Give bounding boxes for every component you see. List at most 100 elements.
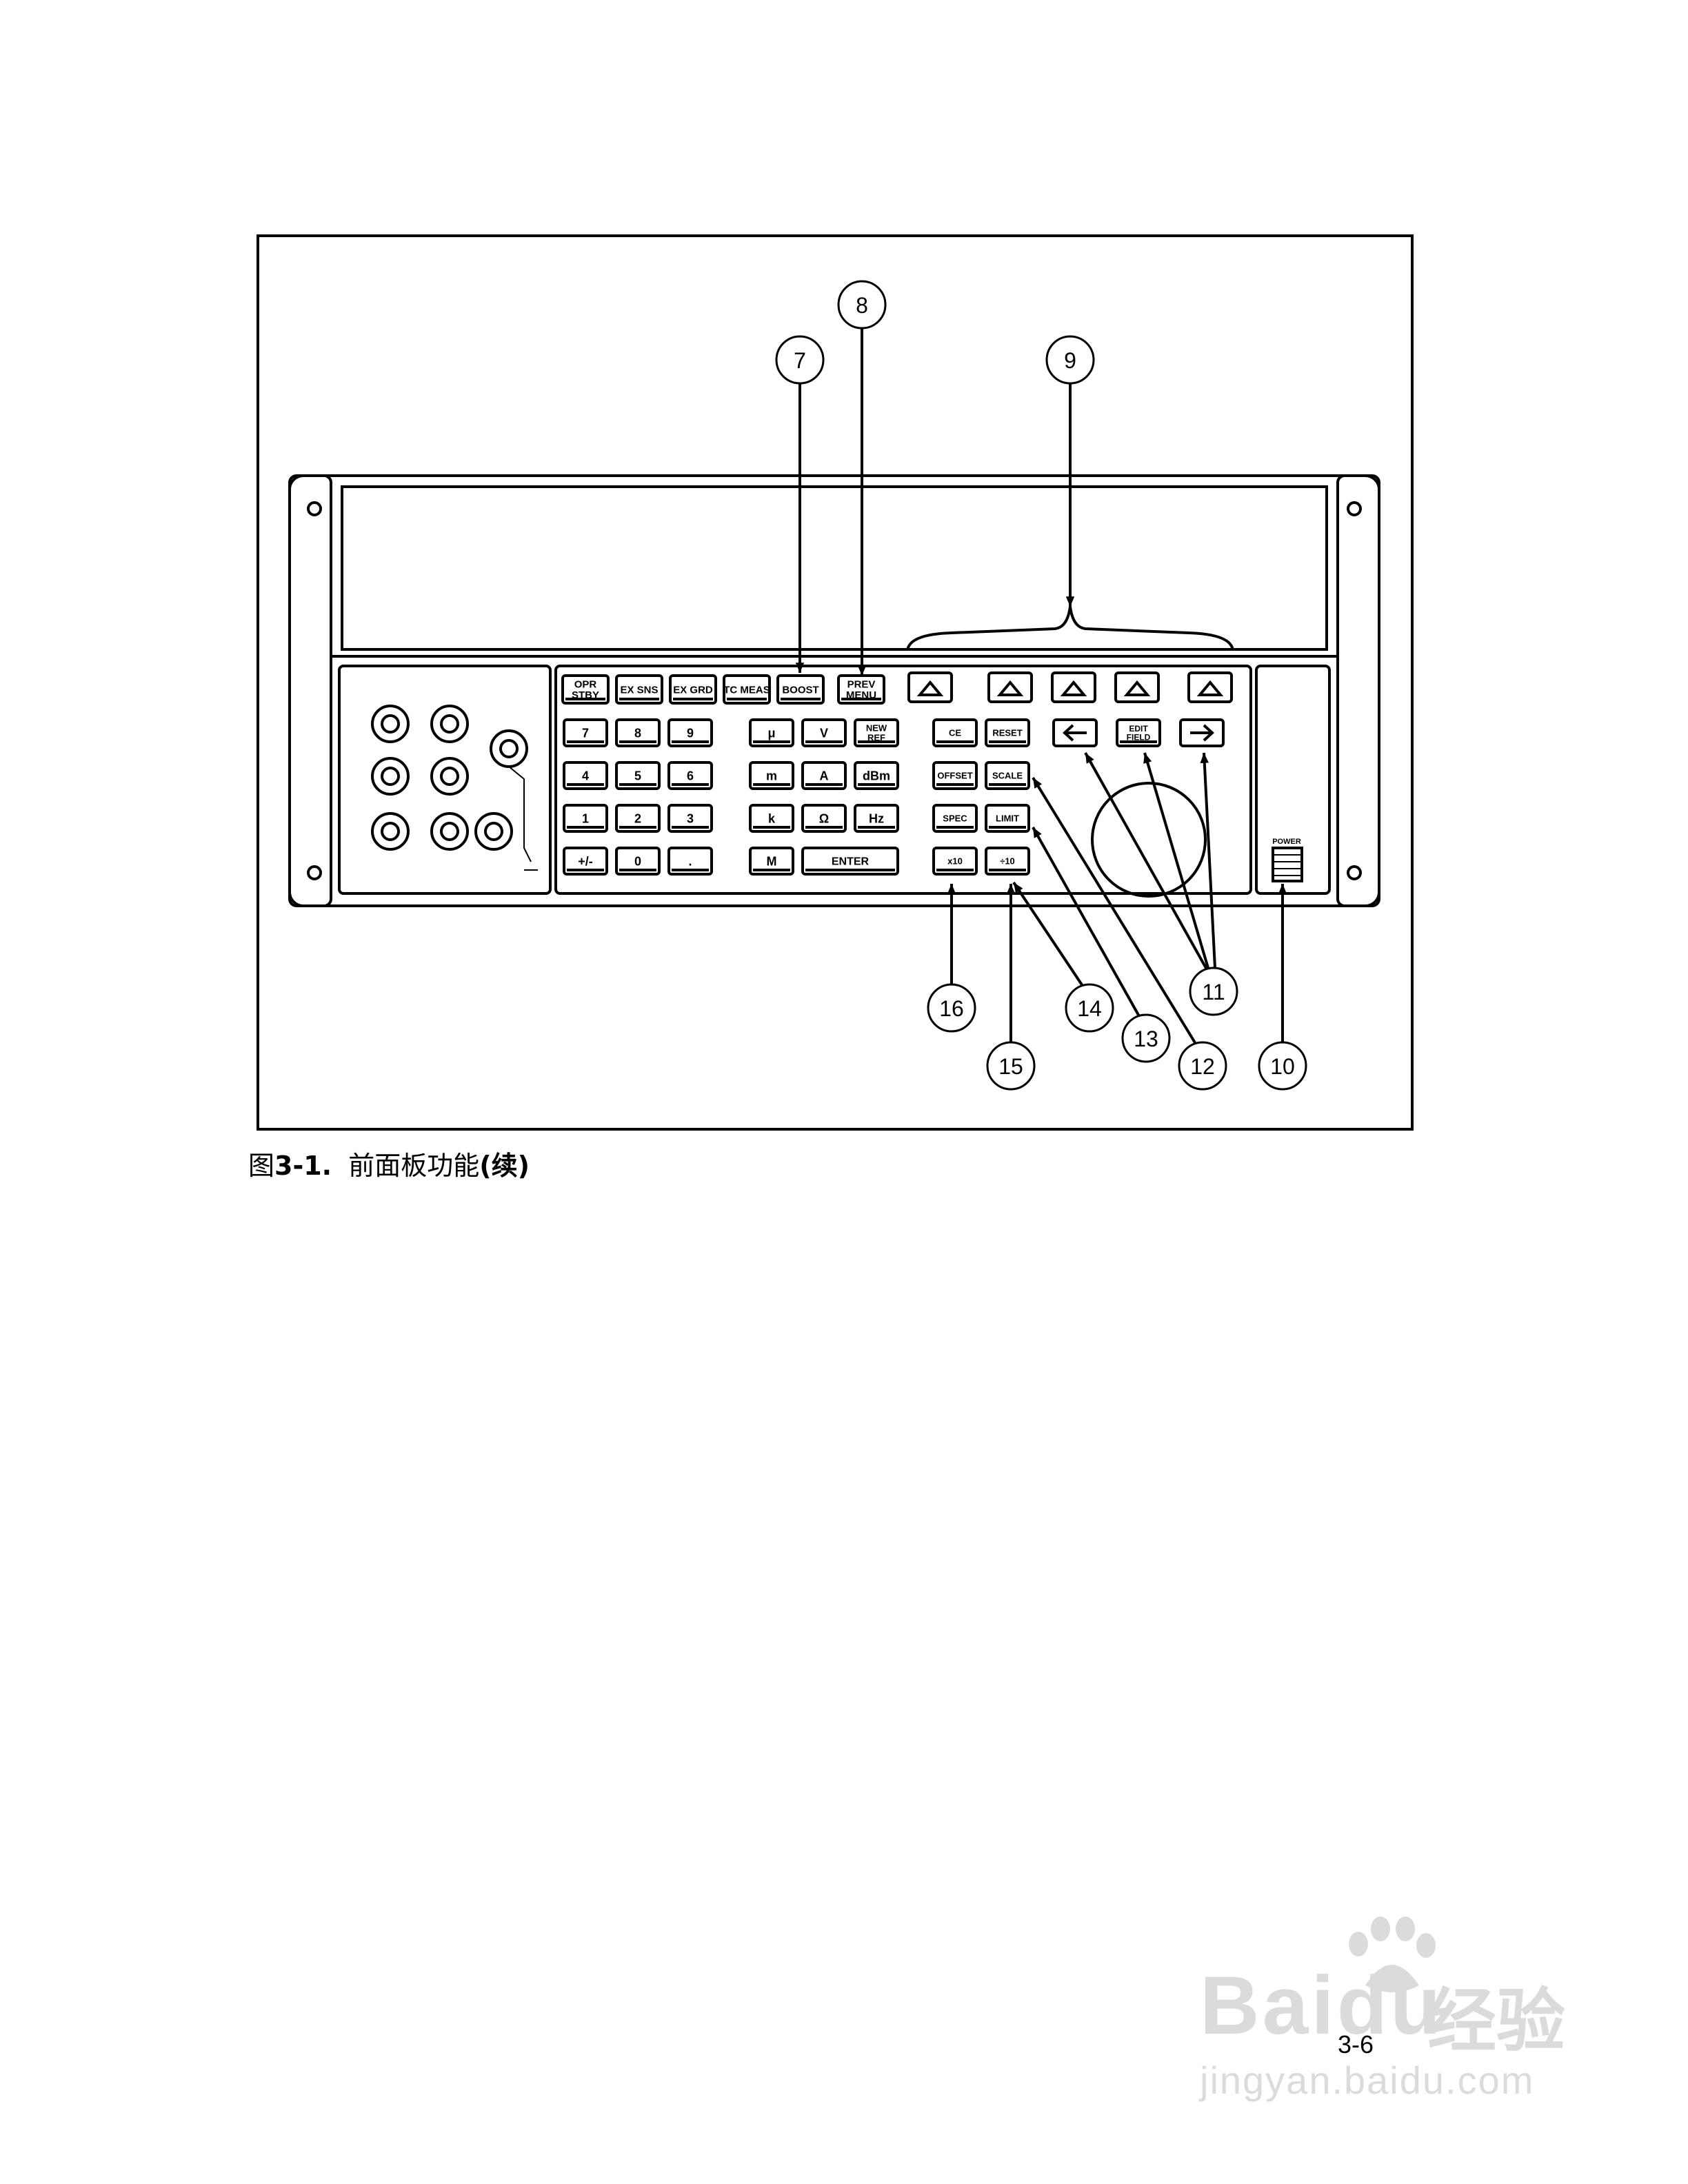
terminal-sense-lo [430,757,469,796]
key-unit-4[interactable]: A [801,761,847,790]
key-unit-m-mega-label: M [767,854,777,868]
key-num-0[interactable]: 7 [563,718,608,747]
key-unit-7[interactable]: Ω [801,804,847,833]
left-arrow-key[interactable] [1052,718,1098,747]
display-window [341,485,1328,651]
key-num-11[interactable]: . [667,847,713,876]
key-fn-scale[interactable]: SCALE [985,761,1030,790]
key-num-4-label: 5 [634,769,641,782]
key-num-5[interactable]: 6 [667,761,713,790]
watermark-brand-cn: 经验 [1427,1981,1565,2061]
key-unit-5-label: dBm [863,769,890,782]
terminal-aux-lo [430,812,469,851]
key-unit-3-label: m [766,769,777,782]
key-fn-x10[interactable]: x10 [932,847,978,876]
key-unit-0[interactable]: μ [749,718,794,747]
callout-label: 15 [998,1054,1023,1079]
caption-number: 3-1. [274,1151,332,1181]
key-ex-sns-label: EX SNS [620,684,658,696]
key-fn-spec-label: SPEC [943,813,967,824]
key-fn-ce[interactable]: CE [932,718,978,747]
terminal-output-lo [371,757,410,796]
callout-13: 13 [1121,1013,1171,1063]
terminal-section [338,665,552,895]
key-num-10-label: 0 [634,854,641,868]
key-num-5-label: 6 [687,769,694,782]
key-fn-x10-label: x10 [947,856,963,867]
key-num-1[interactable]: 8 [615,718,661,747]
key-num-8[interactable]: 3 [667,804,713,833]
key-num-0-label: 7 [582,726,589,740]
terminal-guard [474,812,513,851]
key-tc-meas-label: TC MEAS [723,684,770,696]
callout-label: 11 [1202,980,1225,1004]
keypad-section [554,665,1252,895]
softkey-4[interactable] [1114,671,1160,703]
key-unit-1[interactable]: V [801,718,847,747]
callout-12: 12 [1178,1041,1227,1091]
key-fn-offset[interactable]: OFFSET [932,761,978,790]
softkey-3[interactable] [1051,671,1096,703]
callout-14: 14 [1065,983,1114,1033]
key-fn-limit-label: LIMIT [996,813,1019,824]
key-tc-meas[interactable]: TC MEAS [723,674,771,705]
key-unit-8[interactable]: Hz [854,804,899,833]
key-fn-limit[interactable]: LIMIT [985,804,1030,833]
key-unit-0-label: μ [767,726,775,740]
callout-15: 15 [986,1041,1036,1091]
key-fn--10[interactable]: ÷10 [985,847,1030,876]
key-unit-2-label: REF [867,732,885,742]
key-num-3-label: 4 [582,769,589,782]
knob [1091,782,1207,898]
softkey-5[interactable] [1187,671,1233,703]
key-ex-grd[interactable]: EX GRD [669,674,717,705]
key-edit-field-label: EDIT [1129,724,1148,734]
key-unit-3[interactable]: m [749,761,794,790]
key-num-9[interactable]: +/- [563,847,608,876]
key-fn-ce-label: CE [949,728,961,738]
caption-suffix: (续) [479,1151,530,1181]
key-num-3[interactable]: 4 [563,761,608,790]
key-fn-reset-label: RESET [992,728,1022,738]
key-unit-5[interactable]: dBm [854,761,899,790]
watermark-url: jingyan.baidu.com [1200,2059,1535,2102]
key-num-4[interactable]: 5 [615,761,661,790]
softkey-1[interactable] [907,671,953,703]
rack-ear-right [1336,474,1380,907]
key-num-6[interactable]: 1 [563,804,608,833]
rack-ear-left [288,474,332,907]
key-ex-sns[interactable]: EX SNS [615,674,663,705]
key-num-7-label: 2 [634,811,641,825]
callout-9: 9 [1045,335,1095,385]
power-label: POWER [1272,838,1301,846]
right-arrow-key[interactable] [1179,718,1225,747]
key-fn-spec[interactable]: SPEC [932,804,978,833]
key-boost[interactable]: BOOST [776,674,825,705]
key-num-2[interactable]: 9 [667,718,713,747]
key-num-11-label: . [688,854,692,868]
key-fn-reset[interactable]: RESET [985,718,1030,747]
callout-label: 16 [939,996,964,1021]
key-num-8-label: 3 [687,811,694,825]
key-fn--10-label: ÷10 [1000,856,1015,867]
key-enter[interactable]: ENTER [801,847,899,876]
terminal-output-hi [371,705,410,743]
softkey-2[interactable] [987,671,1033,703]
terminal-scope [490,729,528,768]
paw-icon [1349,1917,1436,1992]
key-num-1-label: 8 [634,726,641,740]
watermark-brand: Baidu [1200,1959,1444,2052]
key-prev-menu-label: MENU [846,689,876,701]
power-section [1255,665,1331,895]
key-num-7[interactable]: 2 [615,804,661,833]
key-unit-6[interactable]: k [749,804,794,833]
key-num-10[interactable]: 0 [615,847,661,876]
key-unit-m-mega[interactable]: M [749,847,794,876]
key-unit-1-label: V [820,726,828,740]
callout-label: 8 [856,293,868,318]
